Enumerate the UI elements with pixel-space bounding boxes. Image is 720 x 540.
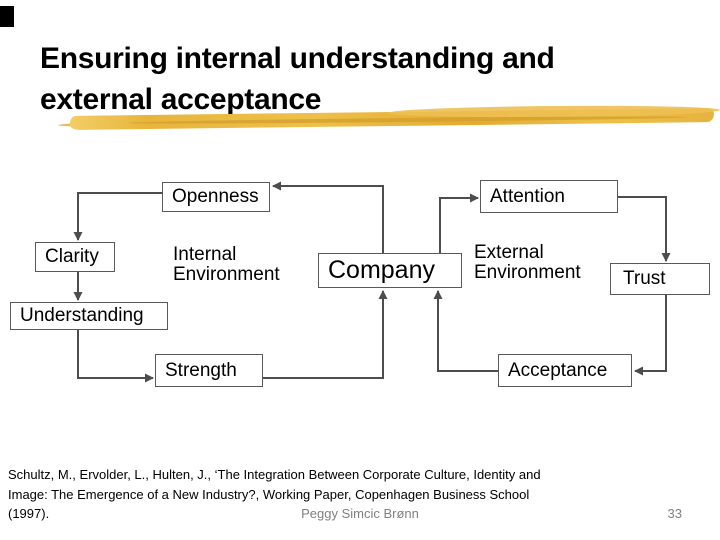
box-strength: Strength <box>155 354 263 387</box>
box-attention-label: Attention <box>490 185 565 207</box>
page-title-line2: external acceptance <box>40 83 322 116</box>
citation-line2: Image: The Emergence of a New Industry?,… <box>8 486 530 502</box>
box-strength-label: Strength <box>165 359 237 381</box>
box-acceptance-label: Acceptance <box>508 359 608 381</box>
connector-company-to-openness <box>272 181 384 253</box>
box-clarity: Clarity <box>35 242 115 272</box>
box-openness-label: Openness <box>172 186 259 207</box>
connector-attention-to-trust <box>618 196 671 262</box>
internal-environment-line1: Internal <box>173 244 237 265</box>
citation-line3: (1997). <box>8 506 50 521</box>
citation-line1: Schultz, M., Ervolder, L., Hulten, J., ‘… <box>8 467 541 482</box>
page-title-line1: Ensuring internal understanding and <box>40 42 555 75</box>
footer-citation: Schultz, M., Ervolder, L., Hulten, J., ‘… <box>8 465 628 524</box>
footer-author: Peggy Simcic Brønn <box>301 506 419 521</box>
box-clarity-label: Clarity <box>45 246 99 267</box>
connector-understanding-to-strength <box>77 330 154 383</box>
internal-environment-line2: Environment <box>173 264 280 285</box>
box-company-label: Company <box>328 256 435 284</box>
area-label-external-environment: External Environment <box>474 243 581 283</box>
box-trust-label: Trust <box>623 268 666 289</box>
external-environment-line1: External <box>474 242 544 263</box>
box-understanding-label: Understanding <box>20 305 144 326</box>
area-label-internal-environment: Internal Environment <box>173 245 280 285</box>
connector-openness-to-clarity <box>73 192 162 241</box>
connector-strength-to-company <box>263 290 388 379</box>
box-company: Company <box>318 253 462 288</box>
box-understanding: Understanding <box>10 302 168 330</box>
box-openness: Openness <box>162 182 270 212</box>
box-trust: Trust <box>610 263 710 295</box>
external-environment-line2: Environment <box>474 262 581 283</box>
footer-page-number: 33 <box>667 506 682 521</box>
connector-acceptance-to-company <box>433 290 498 372</box>
connector-company-to-attention <box>439 193 479 253</box>
box-attention: Attention <box>480 180 618 213</box>
page-title: Ensuring internal understanding and exte… <box>40 38 640 120</box>
box-acceptance: Acceptance <box>498 354 632 387</box>
connector-trust-to-acceptance <box>634 295 667 376</box>
corner-mark <box>0 6 14 27</box>
